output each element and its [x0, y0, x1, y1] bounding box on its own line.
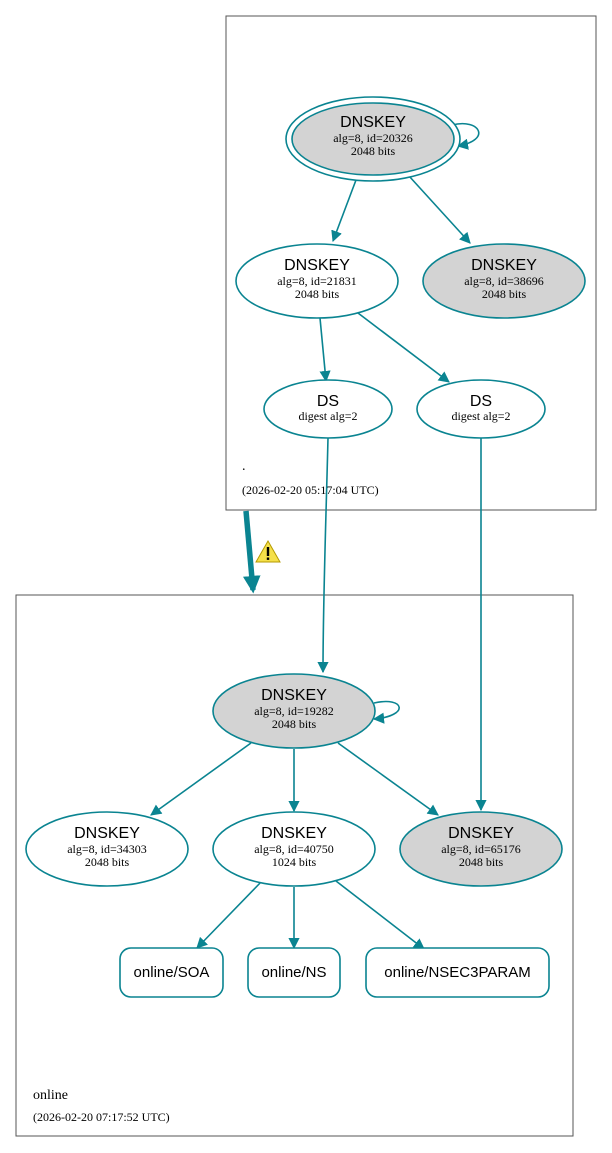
zone-online-timestamp: (2026-02-20 07:17:52 UTC): [33, 1110, 170, 1124]
node-dnskey-19282: DNSKEY alg=8, id=19282 2048 bits: [212, 673, 376, 749]
node-ds-2: DS digest alg=2: [416, 379, 546, 439]
node-title: DS: [317, 393, 339, 410]
rrset-label: online/NS: [261, 964, 326, 981]
edge-zsk-to-nsec3param: [335, 880, 425, 950]
edge-zsk-to-soa: [196, 880, 263, 949]
node-dnskey-38696: DNSKEY alg=8, id=38696 2048 bits: [422, 243, 586, 319]
zone-root-timestamp: (2026-02-20 05:17:04 UTC): [242, 483, 379, 497]
zone-root-cluster: [225, 15, 597, 511]
zone-root-name: .: [242, 459, 246, 474]
node-dnskey-65176: DNSKEY alg=8, id=65176 2048 bits: [399, 811, 563, 887]
node-line1: alg=8, id=34303: [67, 842, 147, 856]
edge-ksk-self-loop: [451, 122, 480, 150]
edge-zsk-to-ds2: [357, 312, 450, 383]
node-ds-1: DS digest alg=2: [263, 379, 393, 439]
node-line2: 2048 bits: [351, 144, 396, 158]
rrset-soa: online/SOA: [119, 947, 224, 998]
node-dnskey-34303: DNSKEY alg=8, id=34303 2048 bits: [25, 811, 189, 887]
warning-icon: [255, 539, 281, 563]
node-title: DS: [470, 393, 492, 410]
node-line1: alg=8, id=38696: [464, 274, 544, 288]
edge-ksk-to-zsk: [331, 179, 357, 243]
node-title: DNSKEY: [448, 825, 514, 842]
node-dnskey-21831: DNSKEY alg=8, id=21831 2048 bits: [235, 243, 399, 319]
zone-online-cluster: [15, 594, 574, 1137]
node-title: DNSKEY: [340, 114, 406, 131]
rrset-nsec3param: online/NSEC3PARAM: [365, 947, 550, 998]
node-title: DNSKEY: [74, 825, 140, 842]
node-line1: alg=8, id=19282: [254, 704, 334, 718]
node-title: DNSKEY: [261, 687, 327, 704]
node-line2: 2048 bits: [482, 287, 527, 301]
edge-zsk-to-ds1: [319, 317, 331, 383]
node-title: DNSKEY: [261, 825, 327, 842]
edge-ksk-to-key2: [408, 175, 471, 244]
node-line1: alg=8, id=20326: [333, 131, 413, 145]
edge-online-ksk-to-65176: [337, 742, 439, 816]
node-line2: 2048 bits: [295, 287, 340, 301]
node-line1: digest alg=2: [451, 409, 510, 423]
zone-online-name: online: [33, 1088, 68, 1103]
rrset-label: online/NSEC3PARAM: [384, 964, 530, 981]
node-line2: 2048 bits: [272, 717, 317, 731]
node-line2: 1024 bits: [272, 855, 317, 869]
node-dnskey-40750: DNSKEY alg=8, id=40750 1024 bits: [212, 811, 376, 887]
edge-online-ksk-self-loop: [372, 700, 400, 724]
node-title: DNSKEY: [284, 257, 350, 274]
node-line2: 2048 bits: [459, 855, 504, 869]
node-title: DNSKEY: [471, 257, 537, 274]
node-line1: digest alg=2: [298, 409, 357, 423]
node-dnskey-20326: DNSKEY alg=8, id=20326 2048 bits: [285, 96, 461, 182]
node-line1: alg=8, id=65176: [441, 842, 521, 856]
edge-ds1-to-online-ksk: [317, 437, 329, 674]
edge-online-ksk-to-34303: [150, 742, 252, 816]
node-line2: 2048 bits: [85, 855, 130, 869]
delegation-arrow: [242, 510, 261, 594]
rrset-label: online/SOA: [134, 964, 210, 981]
node-line1: alg=8, id=21831: [277, 274, 357, 288]
rrset-ns: online/NS: [247, 947, 341, 998]
node-line1: alg=8, id=40750: [254, 842, 334, 856]
